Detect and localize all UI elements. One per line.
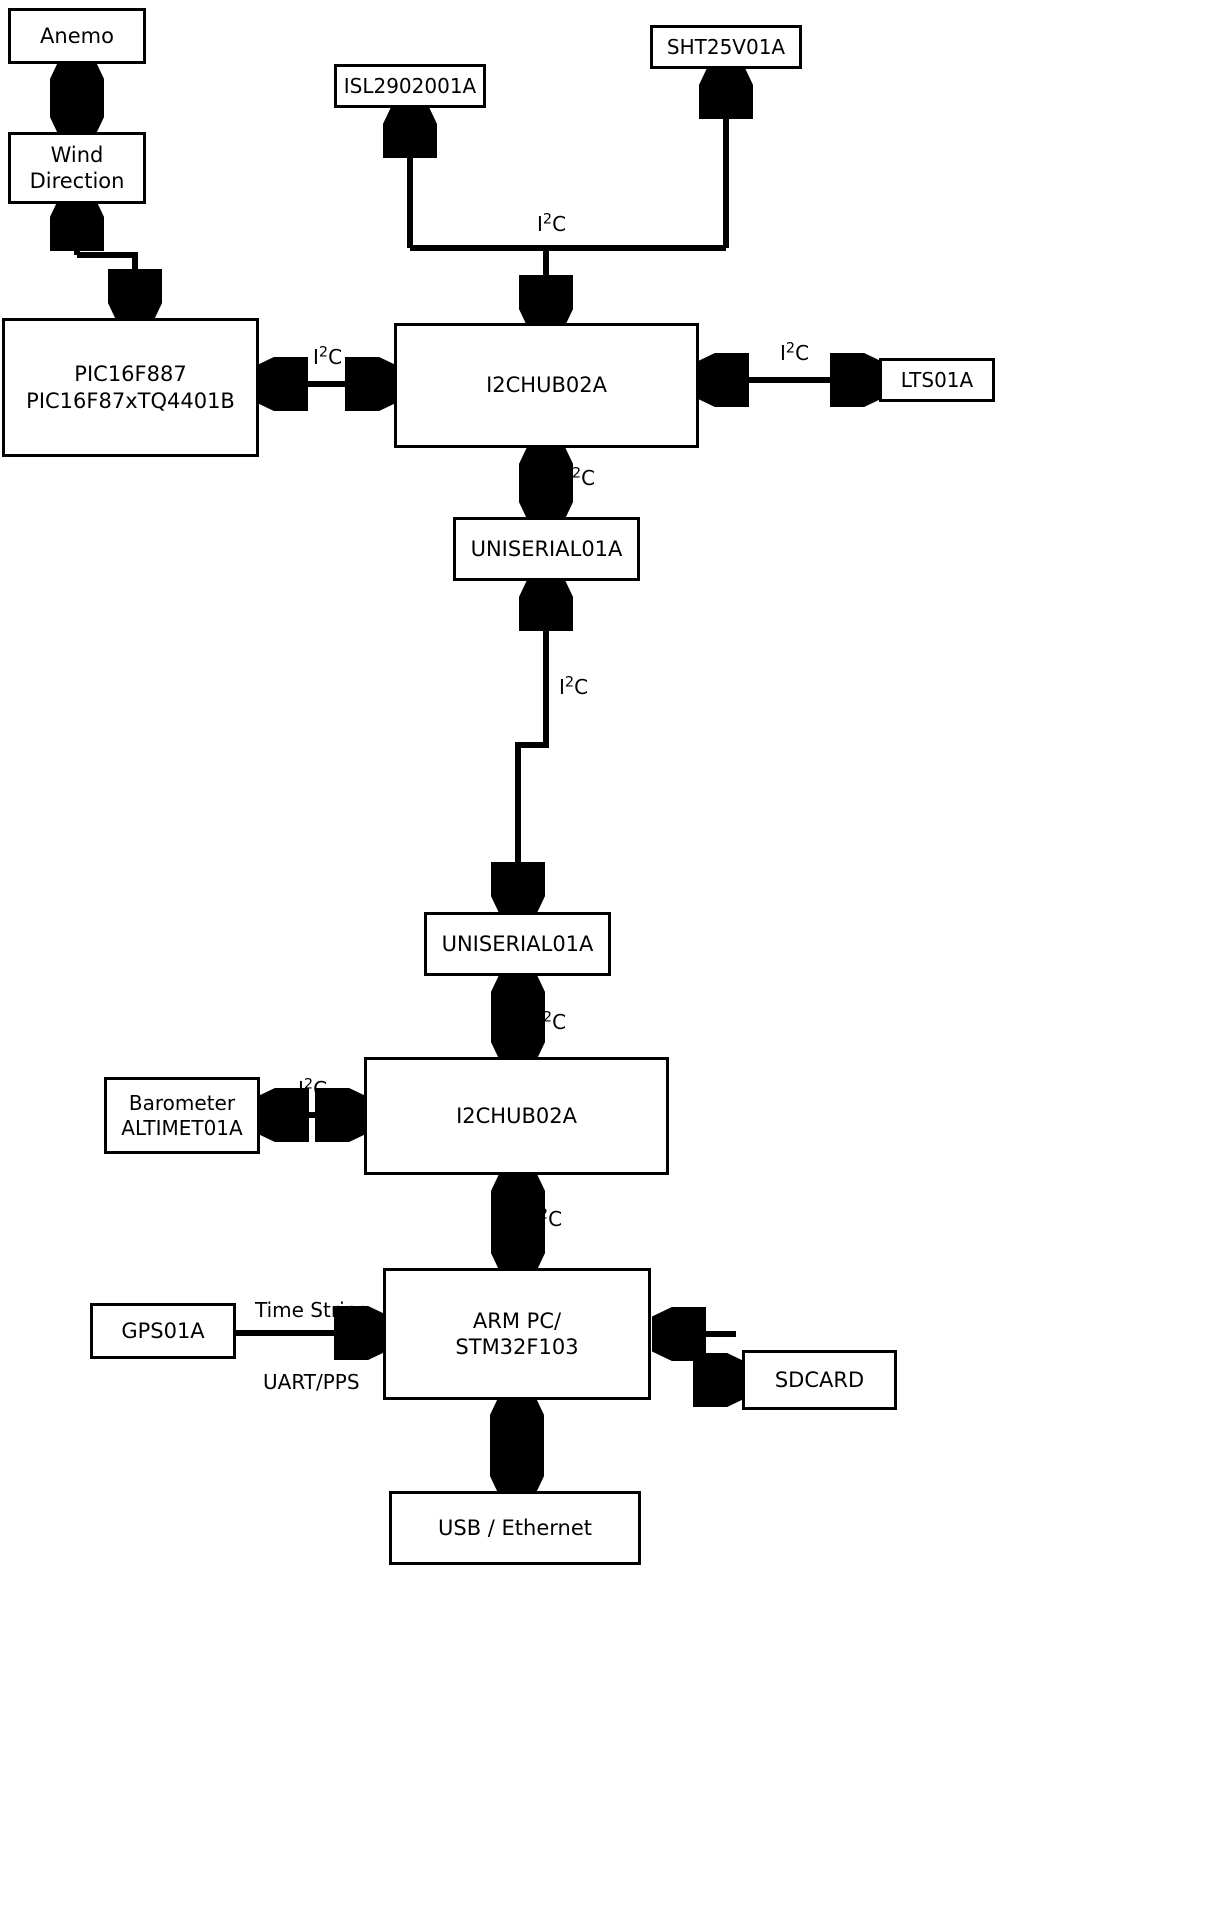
i2c-text-post: C [552,212,567,236]
i2c-text-post: C [552,1010,567,1034]
i2c-text-pre: I [780,341,786,365]
i2c-text-pre: I [298,1077,304,1101]
node-uniserial01a-upper[interactable]: UNISERIAL01A [453,517,640,581]
i2c-superscript: 2 [318,344,329,361]
node-i2chub02a-bottom[interactable]: I2CHUB02A [364,1057,669,1175]
edge-label-i2c-hub-lts: I2C [780,341,809,365]
node-arm-pc-stm32f103[interactable]: ARM PC/ STM32F103 [383,1268,651,1400]
node-pic-microcontroller[interactable]: PIC16F887 PIC16F87xTQ4401B [2,318,259,457]
edge-label-i2c-top-bus: I2C [537,212,566,236]
edge-arm-sdcard [663,1334,736,1380]
edge-uniserial1-uniserial2 [518,588,546,905]
edge-label-i2c-pic-hub: I2C [313,345,342,369]
i2c-text-pre: I [537,1010,543,1034]
node-i2chub02a-top[interactable]: I2CHUB02A [394,323,699,448]
i2c-text-post: C [581,466,596,490]
uart-pps-text: UART/PPS [263,1370,360,1394]
edge-label-i2c-hub-uniserial1: I2C [566,466,595,490]
node-lts01a[interactable]: LTS01A [879,358,995,402]
i2c-text-post: C [574,675,589,699]
i2c-text-post: C [328,345,343,369]
edge-pic-wind-direction [77,208,135,312]
i2c-text-pre: I [566,466,572,490]
i2c-text-post: C [313,1077,328,1101]
i2c-superscript: 2 [542,1009,553,1026]
edge-i2chub-top-bus [410,76,726,318]
node-sdcard[interactable]: SDCARD [742,1350,897,1410]
node-usb-ethernet[interactable]: USB / Ethernet [389,1491,641,1565]
node-sht25v01a[interactable]: SHT25V01A [650,25,802,69]
node-barometer-altimet01a[interactable]: Barometer ALTIMET01A [104,1077,260,1154]
edge-label-uart-pps: UART/PPS [263,1370,360,1394]
node-uniserial01a-lower[interactable]: UNISERIAL01A [424,912,611,976]
i2c-superscript: 2 [564,674,575,691]
i2c-text-pre: I [533,1207,539,1231]
node-gps01a[interactable]: GPS01A [90,1303,236,1359]
i2c-text-pre: I [537,212,543,236]
edge-label-i2c-uniserial2-hub2: I2C [537,1010,566,1034]
node-wind-direction[interactable]: Wind Direction [8,132,146,204]
i2c-text-post: C [795,341,810,365]
edge-label-i2c-uniserial1-uniserial2: I2C [559,675,588,699]
i2c-text-pre: I [313,345,319,369]
edge-label-i2c-hub2-arm: I2C [533,1207,562,1231]
time-string-text: Time String [255,1298,370,1322]
i2c-superscript: 2 [303,1076,314,1093]
i2c-superscript: 2 [542,211,553,228]
node-isl2902001a[interactable]: ISL2902001A [334,64,486,108]
i2c-text-post: C [548,1207,563,1231]
i2c-text-pre: I [559,675,565,699]
edge-label-i2c-barometer-hub2: I2C [298,1077,327,1101]
i2c-superscript: 2 [785,340,796,357]
i2c-superscript: 2 [538,1206,549,1223]
edge-label-time-string: Time String [255,1298,370,1322]
node-anemo[interactable]: Anemo [8,8,146,64]
i2c-superscript: 2 [571,465,582,482]
